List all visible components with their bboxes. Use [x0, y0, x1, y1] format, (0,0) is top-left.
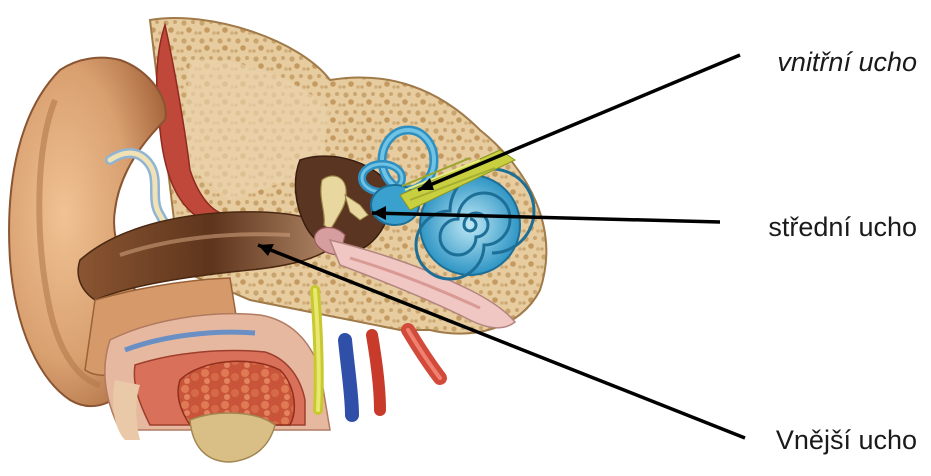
label-outer-ear: Vnější ucho — [776, 425, 917, 456]
label-inner-ear: vnitřní ucho — [777, 47, 917, 78]
label-middle-ear: střední ucho — [768, 212, 917, 243]
